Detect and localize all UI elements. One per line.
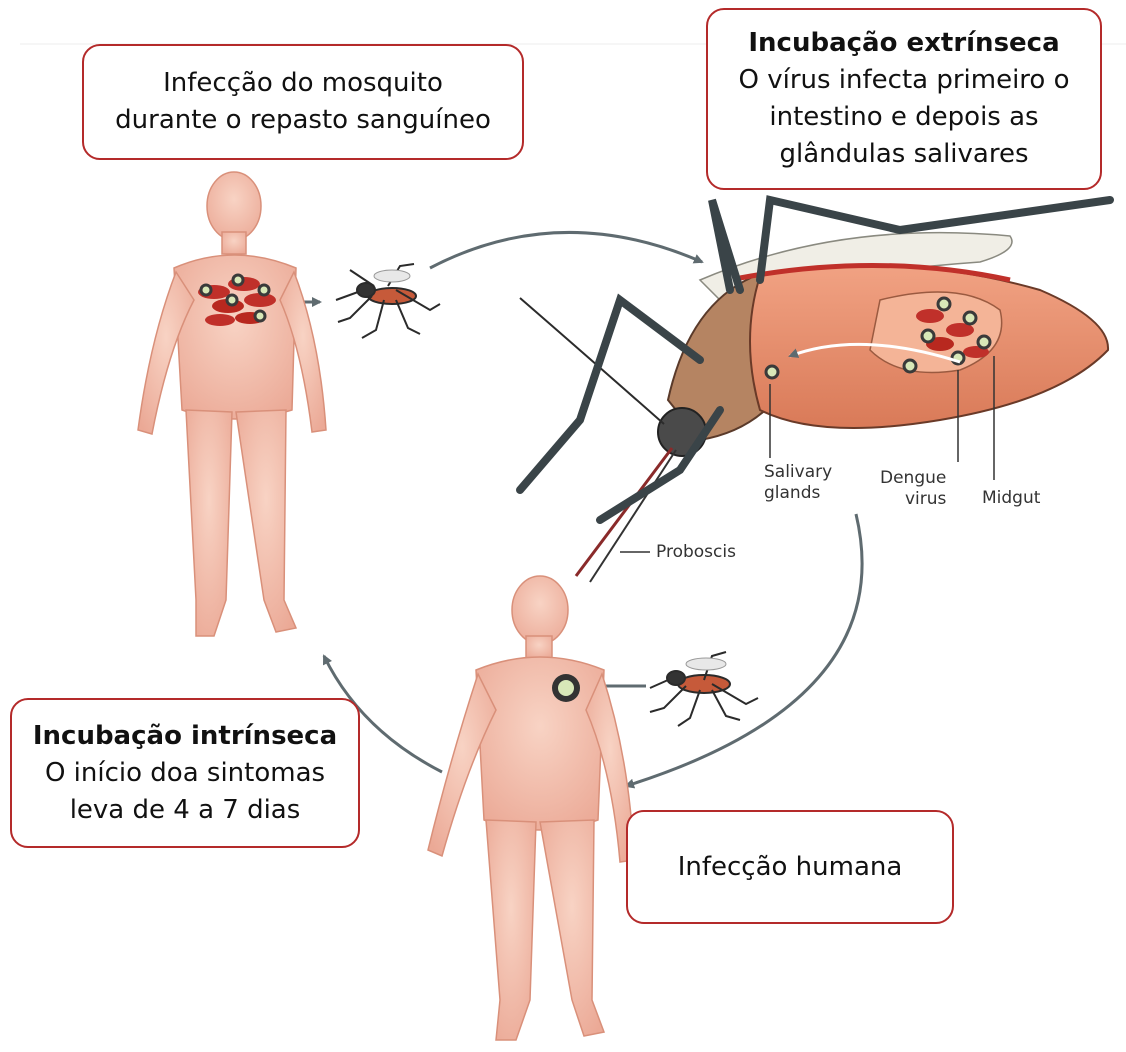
small-mosquito-biting bbox=[650, 652, 758, 726]
arrow-to-mosquito bbox=[430, 232, 702, 268]
large-mosquito bbox=[520, 200, 1110, 582]
callout-mosquito-infection: Infecção do mosquito durante o repasto s… bbox=[82, 44, 524, 160]
mosquito-infection-line1: Infecção do mosquito bbox=[163, 65, 443, 102]
human-infection-line1: Infecção humana bbox=[678, 849, 903, 886]
extrinsic-line3: glândulas salivares bbox=[780, 136, 1029, 173]
extrinsic-line2: intestino e depois as bbox=[769, 99, 1038, 136]
intrinsic-title: Incubação intrínseca bbox=[33, 718, 337, 755]
intrinsic-line1: O início doa sintomas bbox=[45, 755, 325, 792]
label-proboscis: Proboscis bbox=[656, 542, 736, 563]
small-mosquito-feeding bbox=[336, 264, 440, 338]
label-dengue-virus: Dengue virus bbox=[880, 468, 946, 510]
bite-site-virus bbox=[552, 674, 580, 702]
label-salivary-glands: Salivary glands bbox=[764, 462, 832, 504]
human-figure-bitten bbox=[428, 576, 634, 1040]
extrinsic-line1: O vírus infecta primeiro o bbox=[738, 62, 1069, 99]
callout-intrinsic-incubation: Incubação intrínseca O início doa sintom… bbox=[10, 698, 360, 848]
callout-human-infection: Infecção humana bbox=[626, 810, 954, 924]
mosquito-infection-line2: durante o repasto sanguíneo bbox=[115, 102, 491, 139]
callout-extrinsic-incubation: Incubação extrínseca O vírus infecta pri… bbox=[706, 8, 1102, 190]
intrinsic-line2: leva de 4 a 7 dias bbox=[70, 792, 301, 829]
extrinsic-title: Incubação extrínseca bbox=[748, 25, 1059, 62]
label-midgut: Midgut bbox=[982, 488, 1040, 509]
human-figure-infected bbox=[138, 172, 326, 636]
